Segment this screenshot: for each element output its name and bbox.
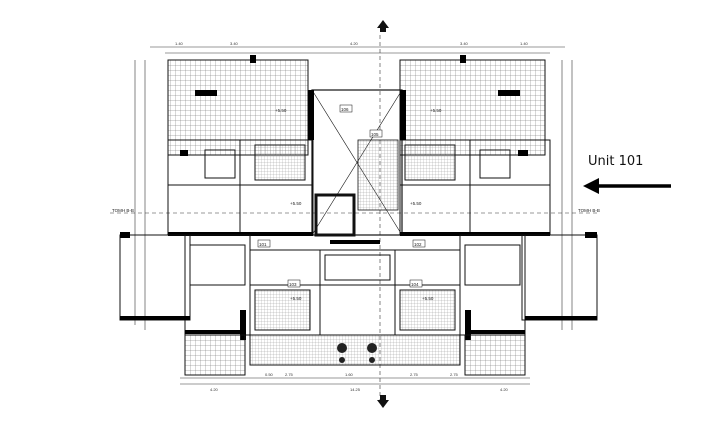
unit-tags: 101 102 103 104 105 106 [257, 104, 426, 288]
terrace-right [399, 59, 546, 156]
unit-tag: 105 [371, 132, 379, 137]
walls-upper [168, 55, 550, 236]
level-mark: +5.50 [275, 108, 287, 113]
dim-text: 1.60 [345, 372, 354, 377]
unit-tag: 102 [414, 242, 422, 247]
unit-tag: 104 [411, 282, 419, 287]
dim-text: 2.75 [285, 372, 294, 377]
terrace-left [167, 59, 309, 156]
section-tag-right: ΤΟΜΗ Β-Β [578, 208, 600, 213]
level-mark: +5.50 [430, 108, 442, 113]
level-marks: +5.50 +5.50 +5.50 +5.50 +5.50 +5.50 [275, 108, 442, 301]
dim-text: 3.40 [230, 41, 239, 46]
central-core [311, 89, 403, 237]
dim-text: 4.20 [350, 41, 359, 46]
unit-tag: 103 [289, 282, 297, 287]
dim-text: 4.20 [210, 387, 219, 392]
unit-callout-label: Unit 101 [588, 154, 644, 169]
dimension-texts: 1.40 3.40 4.20 3.40 1.40 2.75 1.60 14.25… [175, 41, 529, 392]
unit-tag: 101 [259, 242, 267, 247]
callout-arrow-icon [583, 178, 671, 194]
dim-text: 2.75 [410, 372, 419, 377]
level-mark: +5.50 [290, 201, 302, 206]
dim-text: 4.20 [500, 387, 509, 392]
level-mark: +5.50 [422, 296, 434, 301]
balcony-bottom-right [464, 334, 526, 376]
balcony-bottom-left [184, 334, 246, 376]
dim-text: 0.50 [265, 372, 274, 377]
unit-tag: 106 [341, 107, 349, 112]
walls-lower [120, 232, 597, 340]
planters [337, 343, 377, 363]
dim-text: 14.25 [350, 387, 361, 392]
level-mark: +5.50 [410, 201, 422, 206]
dim-text: 1.40 [175, 41, 184, 46]
dim-text: 2.75 [450, 372, 459, 377]
section-marker-top [377, 20, 389, 32]
dim-text: 1.40 [520, 41, 529, 46]
section-marker-bottom [377, 395, 389, 408]
dim-text: 3.40 [460, 41, 469, 46]
section-tag-left: ΤΟΜΗ Β-Β [112, 208, 134, 213]
level-mark: +5.50 [290, 296, 302, 301]
courtyard-bottom [249, 334, 461, 366]
